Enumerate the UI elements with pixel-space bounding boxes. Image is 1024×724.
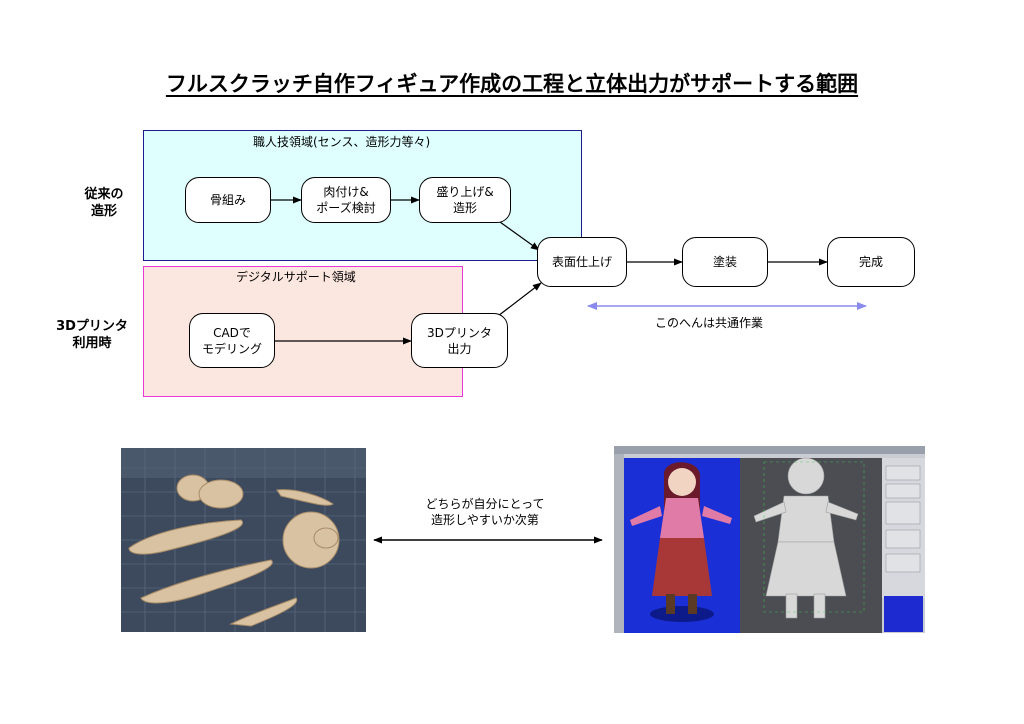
clay-sculpt-photo (121, 448, 366, 632)
row-label-traditional: 従来の 造形 (84, 187, 124, 219)
diagram-title: フルスクラッチ自作フィギュア作成の工程と立体出力がサポートする範囲 (165, 72, 859, 96)
common-work-note: このへんは共通作業 (655, 316, 764, 330)
wireframe-figure (753, 457, 859, 619)
row-label-3d-printer: 3Dプリンタ 利用時 (56, 319, 128, 351)
node-skeleton: 骨組み (185, 177, 271, 223)
node-flesh-and-pose: 肉付け& ポーズ検討 (301, 177, 391, 223)
comparison-caption: どちらが自分にとって 造形しやすいか次第 (425, 497, 545, 527)
clay-sculpt-illustration (121, 448, 366, 632)
digital-support-region-label: デジタルサポート領域 (236, 270, 356, 284)
3d-modeling-screenshot (614, 446, 925, 633)
craft-skill-region-label: 職人技領域(センス、造形力等々) (253, 135, 431, 149)
node-3d-print-output: 3Dプリンタ 出力 (411, 313, 508, 368)
node-surface-finish: 表面仕上げ (537, 237, 627, 287)
3d-modeling-illustration (614, 446, 925, 633)
node-complete: 完成 (827, 237, 915, 287)
node-cad-modeling: CADで モデリング (189, 313, 275, 368)
arrow-print-to-surface (497, 282, 542, 317)
node-painting: 塗装 (682, 237, 768, 287)
painted-figure (630, 462, 732, 622)
node-build-up: 盛り上げ& 造形 (419, 177, 511, 223)
